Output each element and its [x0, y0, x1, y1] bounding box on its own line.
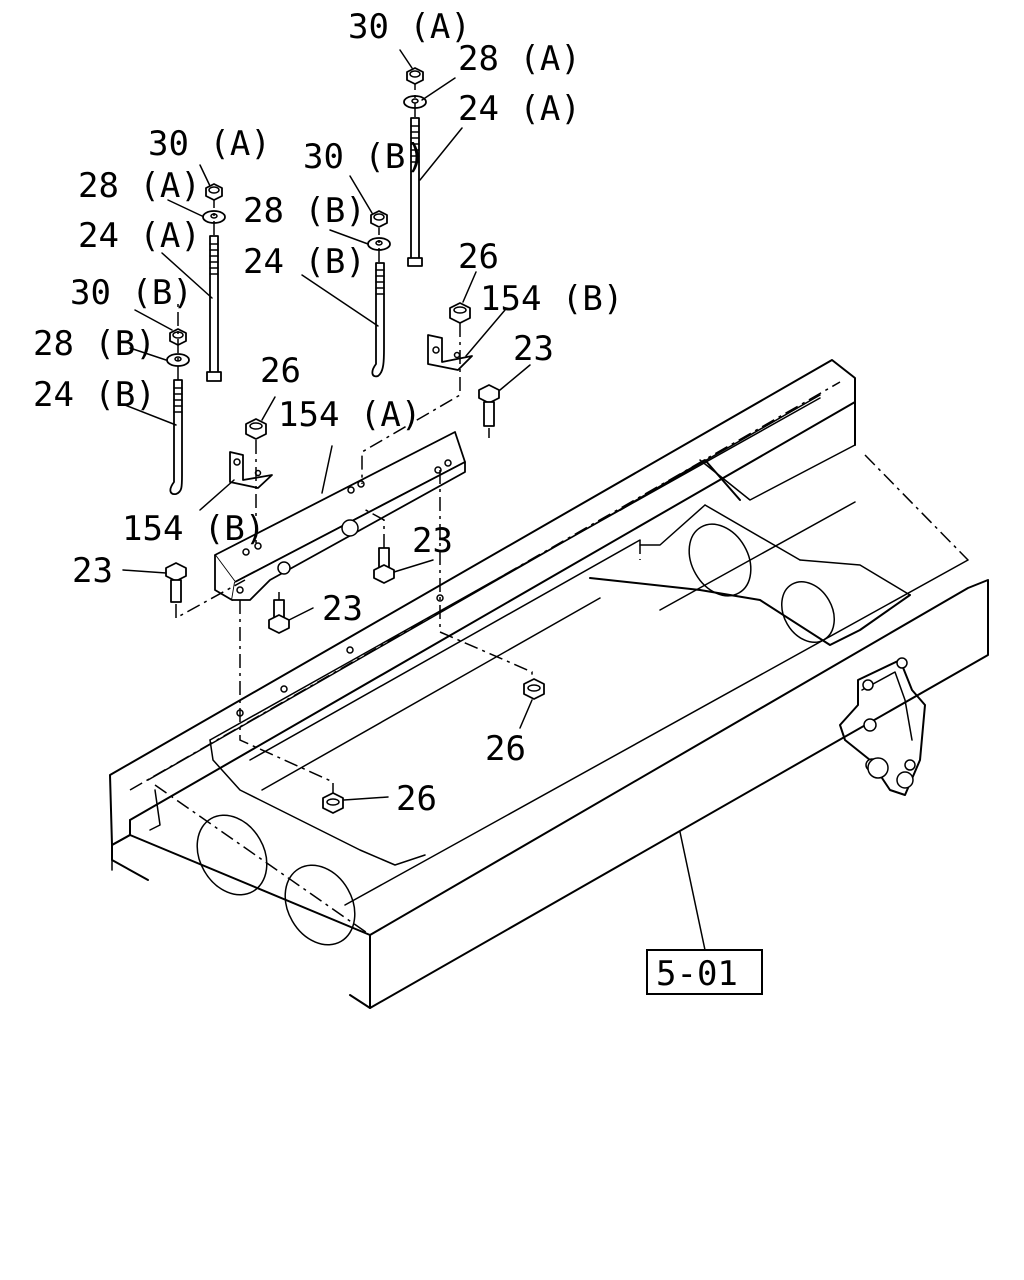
- bolt-24a-left: [206, 235, 222, 382]
- label-24b-left: 24 (B): [33, 375, 156, 415]
- label-30b-mid: 30 (B): [303, 137, 426, 177]
- label-26-bottom: 26: [396, 779, 437, 819]
- hook-bolt-24b-mid: [371, 262, 385, 378]
- label-23-low: 23: [322, 589, 363, 629]
- assembly-lines: [175, 84, 533, 793]
- label-26-right: 26: [485, 729, 526, 769]
- nut-30b-mid: [370, 210, 388, 228]
- label-24b-mid: 24 (B): [243, 242, 366, 282]
- label-23-right: 23: [513, 329, 554, 369]
- label-26-left: 26: [260, 351, 301, 391]
- bolt-23-right: [478, 384, 500, 427]
- label-30b-left: 30 (B): [70, 273, 193, 313]
- callout-labels: 30 (A) 28 (A) 24 (A) 30 (A) 28 (A) 24 (A…: [33, 7, 623, 819]
- label-154a: 154 (A): [278, 395, 421, 435]
- label-23-mid: 23: [412, 521, 453, 561]
- label-154b-top: 154 (B): [480, 279, 623, 319]
- label-28a-left: 28 (A): [78, 166, 201, 206]
- bracket-154a: [214, 431, 466, 601]
- label-28b-mid: 28 (B): [243, 191, 366, 231]
- label-30a-left: 30 (A): [148, 124, 271, 164]
- reference-label: 5-01: [656, 954, 738, 994]
- leader-lines: [122, 49, 706, 951]
- label-24a-top: 24 (A): [458, 89, 581, 129]
- nut-26-left: [245, 418, 267, 440]
- bolt-23-mid: [373, 547, 395, 584]
- chassis-frame: [109, 359, 989, 1009]
- bolt-24a-top: [407, 117, 423, 267]
- label-30a-top: 30 (A): [348, 7, 471, 47]
- label-26-top: 26: [458, 237, 499, 277]
- nut-26-bottom: [322, 792, 344, 814]
- label-24a-left: 24 (A): [78, 216, 201, 256]
- nut-30a-top: [406, 67, 424, 85]
- reference-box[interactable]: 5-01: [646, 949, 763, 995]
- hook-bolt-24b-left: [169, 379, 183, 495]
- label-154b-left: 154 (B): [122, 509, 265, 549]
- bracket-154b-left: [229, 451, 273, 489]
- bracket-154b-top: [427, 334, 473, 371]
- nut-26-top: [449, 302, 471, 324]
- bolt-23-left: [165, 562, 187, 603]
- nut-26-right: [523, 678, 545, 700]
- spring-hanger-bracket: [839, 657, 926, 796]
- bolt-23-low: [268, 599, 290, 634]
- nut-30a-left: [205, 183, 223, 201]
- label-28a-top: 28 (A): [458, 39, 581, 79]
- label-23-left: 23: [72, 551, 113, 591]
- label-28b-left: 28 (B): [33, 324, 156, 364]
